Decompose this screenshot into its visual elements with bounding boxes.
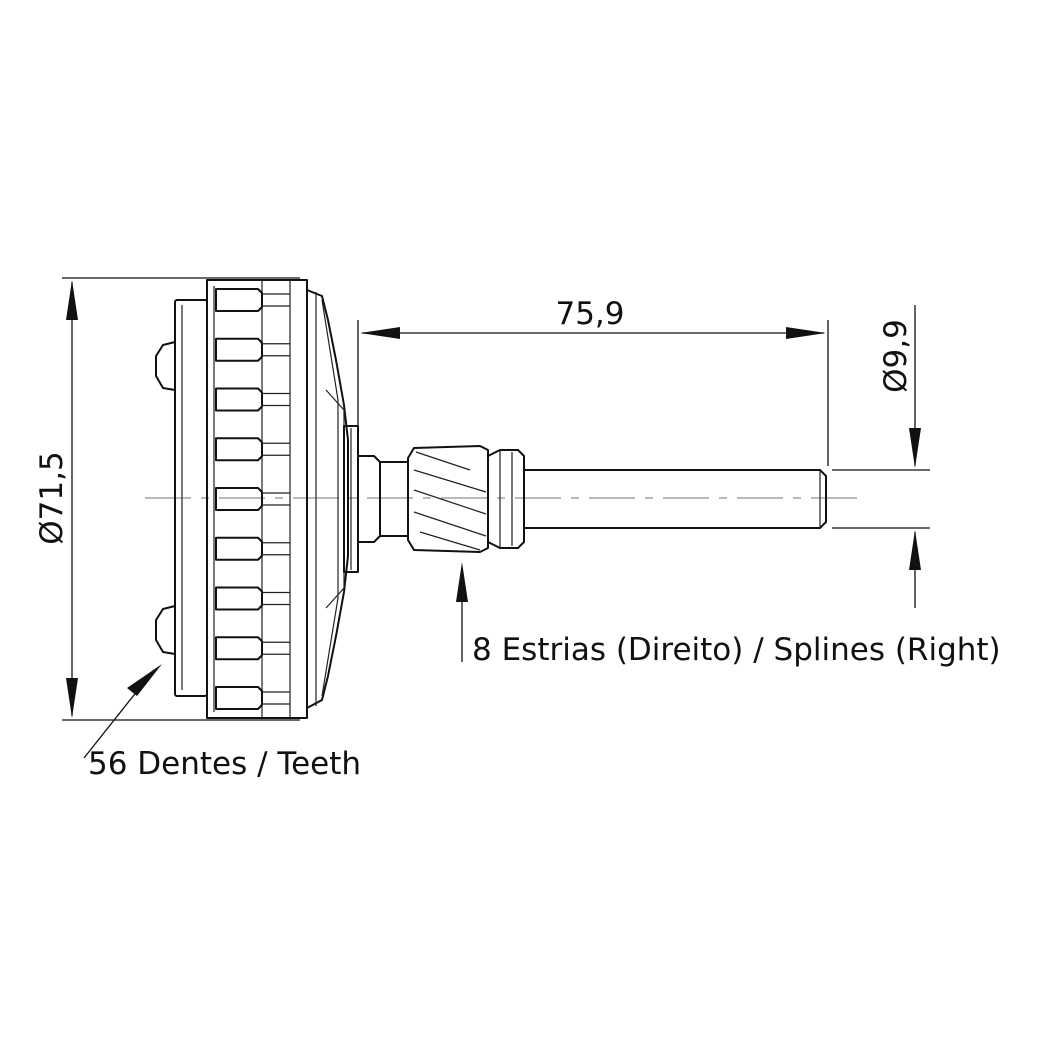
spline-grooves bbox=[413, 451, 487, 551]
dimension-shaft-length: 75,9 bbox=[357, 296, 829, 466]
dimension-outer-diameter: Ø71,5 bbox=[34, 277, 300, 721]
shaft bbox=[357, 445, 827, 553]
gear-tooth-band bbox=[206, 279, 308, 719]
shaft-collar bbox=[487, 449, 525, 549]
spline-groove bbox=[413, 469, 487, 493]
gear-tooth bbox=[215, 437, 263, 462]
spline-groove bbox=[413, 489, 487, 515]
shaft-neck bbox=[357, 455, 381, 543]
gear-tooth bbox=[215, 636, 263, 661]
spline-groove bbox=[415, 451, 471, 471]
spline-groove bbox=[413, 511, 487, 537]
shaft-length-label: 75,9 bbox=[555, 296, 624, 332]
splines-label: 8 Estrias (Direito) / Splines (Right) bbox=[472, 632, 1001, 668]
gear-hub-rim bbox=[306, 289, 349, 709]
gear-tooth bbox=[215, 686, 263, 710]
gear-lug-bottom bbox=[155, 605, 176, 655]
gear-flange bbox=[343, 425, 359, 573]
shaft-main bbox=[523, 469, 827, 529]
spline-groove bbox=[419, 531, 481, 551]
callout-splines: 8 Estrias (Direito) / Splines (Right) bbox=[456, 562, 1001, 668]
gear-teeth bbox=[215, 288, 290, 710]
gear-tooth bbox=[215, 536, 263, 561]
teeth-label: 56 Dentes / Teeth bbox=[88, 746, 361, 782]
gear-tooth bbox=[215, 288, 263, 312]
shaft-diameter-label: Ø9,9 bbox=[878, 319, 914, 393]
gear-tooth bbox=[215, 586, 263, 611]
dimension-shaft-diameter: Ø9,9 bbox=[832, 305, 930, 608]
callout-teeth: 56 Dentes / Teeth bbox=[83, 664, 361, 782]
gear-tooth bbox=[215, 337, 263, 362]
gear-tooth bbox=[215, 487, 263, 511]
gear-lug-top bbox=[155, 341, 176, 391]
outer-diameter-label: Ø71,5 bbox=[34, 451, 70, 544]
gear-tooth bbox=[215, 387, 263, 412]
spline-section bbox=[407, 445, 489, 553]
gear-body bbox=[155, 279, 359, 719]
